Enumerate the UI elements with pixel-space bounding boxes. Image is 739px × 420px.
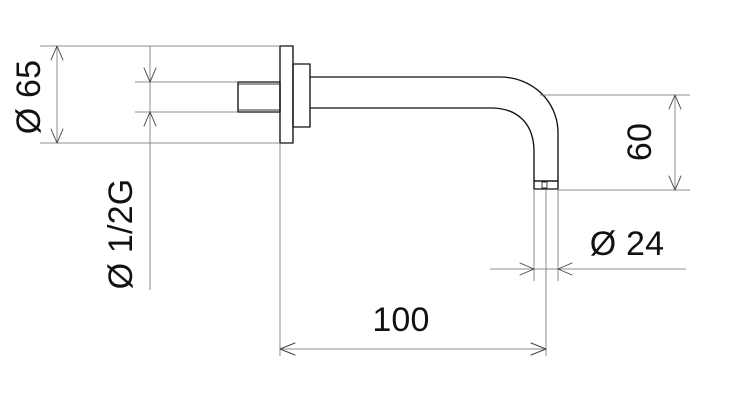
thread-size-label: Ø 1/2G: [102, 179, 140, 290]
thread-top-arrow: [143, 67, 157, 83]
outlet-diameter-label: Ø 24: [590, 225, 665, 263]
threaded-connector: [237, 81, 281, 113]
flange-cap: [292, 63, 311, 128]
thread-bottom-arrow: [143, 111, 157, 127]
outlet-aerator-mark: [541, 181, 548, 189]
diameter-65-top-arrow: [50, 45, 64, 61]
height-label: 60: [621, 123, 659, 161]
thread-edge-lines: [238, 83, 280, 111]
curved-spout-body: [309, 76, 559, 182]
height-top-arrow: [668, 94, 682, 110]
diameter-65-bottom-arrow: [50, 128, 64, 144]
outlet-diameter-left-arrow: [519, 262, 535, 276]
spout-outline-group: [237, 45, 559, 190]
dimension-lines-group: [50, 45, 686, 356]
projection-label: 100: [372, 301, 429, 339]
flange-diameter-label: Ø 65: [10, 60, 48, 135]
outlet-diameter-right-arrow: [557, 262, 573, 276]
wall-flange: [279, 45, 294, 144]
projection-left-arrow: [279, 342, 296, 356]
dimension-labels-group: Ø 65 Ø 1/2G 100 60 Ø 24: [10, 60, 664, 339]
extension-lines-group: [40, 45, 690, 356]
height-bottom-arrow: [668, 175, 682, 191]
projection-right-arrow: [530, 342, 547, 356]
